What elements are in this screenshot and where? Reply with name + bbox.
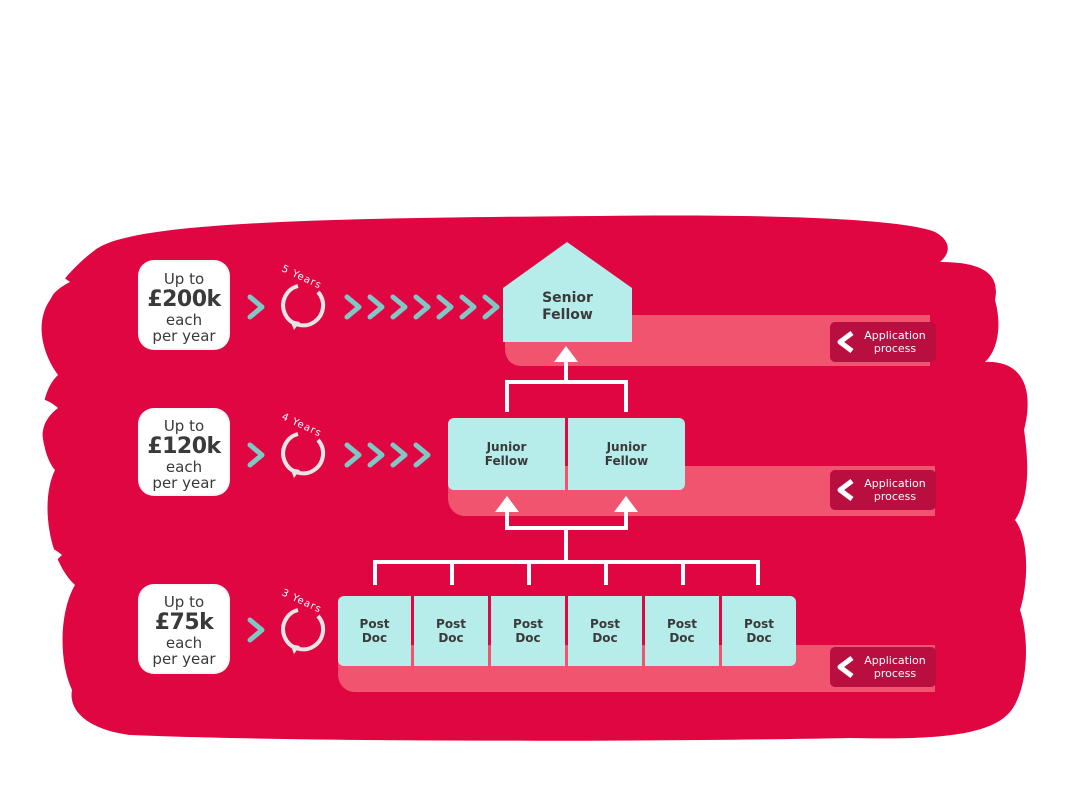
chevron-right-icon [390, 442, 408, 468]
chevron-right-icon [436, 294, 454, 320]
tag-per-year: per year [152, 650, 216, 668]
tag-upto: Up to [163, 593, 205, 611]
brush-edge-left-2 [0, 394, 58, 448]
post-doc-box: Post Doc [722, 596, 796, 666]
tag-each: each [165, 458, 203, 476]
arrowhead-up-icon [614, 496, 638, 512]
chevron-left-icon [837, 331, 854, 353]
senior-fellow-label: Senior Fellow [542, 290, 593, 323]
chevron-right-icon [367, 442, 385, 468]
chevron-left-icon [837, 656, 854, 678]
post-doc-label: Post Doc [436, 617, 466, 645]
tag-each: each [165, 634, 203, 652]
chevron-right-icon [482, 294, 500, 320]
arrowhead-up-icon [554, 346, 578, 362]
chevron-right-icon [413, 442, 431, 468]
tag-per-year: per year [152, 474, 216, 492]
cycle-arrow-icon [281, 432, 326, 478]
junior-fellow-box: Junior Fellow [568, 418, 685, 490]
application-process-label: Application process [864, 477, 926, 503]
junior-fellow-box: Junior Fellow [448, 418, 565, 490]
senior-fellow-box [503, 242, 632, 342]
post-doc-label: Post Doc [513, 617, 543, 645]
tag-upto: Up to [163, 417, 205, 435]
chevron-right-icon [247, 294, 265, 320]
post-doc-label: Post Doc [590, 617, 620, 645]
cycle-arrow-icon [281, 284, 326, 330]
chevron-right-icon [344, 442, 362, 468]
post-doc-box: Post Doc [491, 596, 565, 666]
tag-each: each [165, 311, 203, 329]
application-process-button-postdoc[interactable]: Application process [830, 647, 936, 687]
tag-upto: Up to [163, 270, 205, 288]
junior-fellow-label: Junior Fellow [604, 440, 649, 468]
chevron-left-icon [837, 479, 854, 501]
chevron-right-icon [247, 442, 265, 468]
tag-amount: £75k [154, 610, 214, 635]
junior-fellow-label: Junior Fellow [484, 440, 529, 468]
brush-edge-left [0, 266, 70, 318]
tag-amount: £120k [147, 434, 221, 459]
application-process-label: Application process [864, 329, 926, 355]
application-process-button-senior[interactable]: Application process [830, 322, 936, 362]
connector-postdoc-junior [373, 505, 760, 585]
post-doc-label: Post Doc [667, 617, 697, 645]
chevron-right-icon [413, 294, 431, 320]
post-doc-box: Post Doc [414, 596, 488, 666]
funding-tag-senior: Up to £200k each per year [140, 262, 228, 348]
post-doc-box: Post Doc [338, 596, 411, 666]
chevron-sequence-junior [247, 442, 431, 468]
chevron-sequence-postdoc [247, 617, 265, 643]
chevron-right-icon [344, 294, 362, 320]
chevron-right-icon [247, 617, 265, 643]
post-doc-label: Post Doc [744, 617, 774, 645]
brush-edge-left-3 [0, 539, 62, 592]
post-doc-box: Post Doc [568, 596, 642, 666]
chevron-right-icon [367, 294, 385, 320]
chevron-right-icon [459, 294, 477, 320]
chevron-sequence-senior [247, 294, 500, 320]
cycle-arrow-icon [281, 608, 326, 654]
post-doc-label: Post Doc [359, 617, 390, 645]
arrowhead-up-icon [495, 496, 519, 512]
funding-tag-postdoc: Up to £75k each per year [140, 586, 228, 672]
chevron-right-icon [390, 294, 408, 320]
application-process-button-junior[interactable]: Application process [830, 470, 936, 510]
post-doc-box: Post Doc [645, 596, 719, 666]
tag-per-year: per year [152, 327, 216, 345]
tag-amount: £200k [147, 287, 221, 312]
application-process-label: Application process [864, 654, 926, 680]
funding-tag-junior: Up to £120k each per year [140, 410, 228, 494]
